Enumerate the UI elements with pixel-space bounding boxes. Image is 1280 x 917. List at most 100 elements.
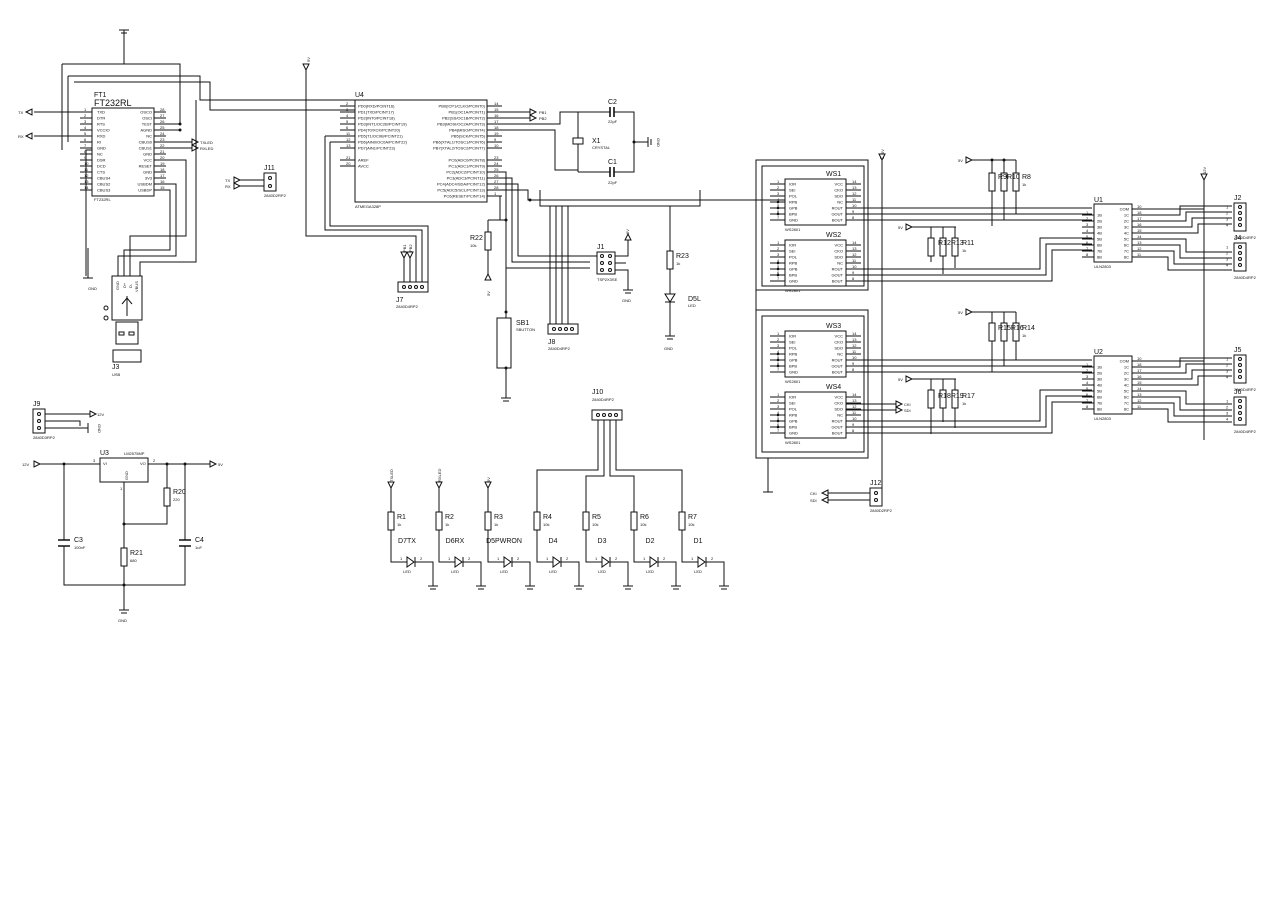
connector-part: 2840D4RP2 <box>1234 429 1257 434</box>
uln-pin-label: 7C <box>1124 249 1129 254</box>
u4-pin-num: 26 <box>494 173 499 178</box>
ws-pin-num: 7 <box>777 276 780 281</box>
j1-part: TSP2X3SE <box>597 277 618 282</box>
ws-pin-num: 10 <box>852 203 857 208</box>
ws-pin-label: CKO <box>834 249 843 254</box>
ws-pin-num: 3 <box>777 252 780 257</box>
r11-ref: R11 <box>962 240 974 247</box>
led-resistor <box>678 511 686 531</box>
svg-text:1k: 1k <box>1022 333 1026 338</box>
ws-pin-num: 13 <box>852 246 857 251</box>
uln-pin-num: 11 <box>1137 404 1142 409</box>
svg-text:220: 220 <box>173 497 180 502</box>
u4-pin-num: 17 <box>494 119 499 124</box>
j12-ref: J12 <box>870 480 881 487</box>
ws-pin-label: SEI <box>789 340 795 345</box>
svg-text:1: 1 <box>595 556 598 561</box>
u4-pin-num: 13 <box>346 143 351 148</box>
svg-text:12V: 12V <box>22 462 29 467</box>
ws-pin-num: 2 <box>777 337 780 342</box>
pb2-port: PB2 <box>539 116 547 121</box>
svg-text:1uF: 1uF <box>195 545 202 550</box>
x1-value: CRYSTAL <box>592 145 611 150</box>
led-value: LED <box>598 569 606 574</box>
uln-pin-label: 5C <box>1124 237 1129 242</box>
svg-text:5V: 5V <box>898 377 903 382</box>
ws-pin-num: 12 <box>852 252 857 257</box>
ft1-pin-label: USBDM <box>138 182 152 187</box>
j3-ref: J3 <box>112 364 120 371</box>
ws-pin-num: 4 <box>777 258 780 263</box>
resistor-value: 1k <box>397 522 401 527</box>
ft1-pin-num: 28 <box>160 107 165 112</box>
svg-text:1k: 1k <box>1022 182 1026 187</box>
u4-pin-num: 11 <box>346 131 351 136</box>
j3-part: USB <box>112 372 121 377</box>
ft1-pin-num: 17 <box>160 173 165 178</box>
u4-pin-label: PC5(ADC5/SCL/PCINT13) <box>437 188 485 193</box>
u4-pin-num: 21 <box>346 155 351 160</box>
ft1-part: FT232RL <box>94 197 111 202</box>
r20-ref: R20 <box>173 489 186 496</box>
reset-and-isp-area: R22 10k 5V PB1 PB2 J7 2840D4RP2 SB1 SBUT… <box>396 206 701 402</box>
led-ref: D3 <box>598 538 607 545</box>
uln-ref: U2 <box>1094 349 1103 356</box>
u4-pin-label: PD1(TXD/PCINT17) <box>358 110 395 115</box>
u4-ref: U4 <box>355 92 364 99</box>
u3-part: LM2575MP <box>124 451 145 456</box>
svg-text:2: 2 <box>615 556 618 561</box>
u4-pin-label: PB4(MISO/PCINT4) <box>449 128 485 133</box>
u4-pin-label: PC2(ADC2/PCINT10) <box>446 170 485 175</box>
u4-pin-label: PD6(AIN0/OC0A/PCINT22) <box>358 140 408 145</box>
resistor-ref: R7 <box>688 514 697 521</box>
ws-pin-num: 8 <box>852 428 855 433</box>
svg-text:CKI: CKI <box>810 491 817 496</box>
u4-pin-num: 10 <box>494 143 499 148</box>
ft1-pin-label: CBUS3 <box>97 188 111 193</box>
ft1-pin-num: 15 <box>160 185 165 190</box>
ws-ref: WS4 <box>826 384 841 391</box>
ws-pin-label: BPB <box>789 425 797 430</box>
connector-ref: J2 <box>1234 195 1242 202</box>
ws-pin-num: 11 <box>852 258 857 263</box>
ws-pin-label: GOUT <box>831 425 843 430</box>
uln-pin-label: 8B <box>1097 407 1102 412</box>
ft1-pin-num: 24 <box>160 131 165 136</box>
u4-body <box>354 99 488 203</box>
ft1-pin-label: CBUS2 <box>97 182 111 187</box>
ws-pin-label: BPB <box>789 273 797 278</box>
svg-text:1k: 1k <box>962 401 966 406</box>
uln-pin-num: 3 <box>1086 374 1089 379</box>
ws-pin-label: ROUT <box>832 206 844 211</box>
resistor-ref: R6 <box>640 514 649 521</box>
ws-pin-num: 8 <box>852 215 855 220</box>
sb1-part: SBUTTON <box>516 327 535 332</box>
d5l-ref: D5L <box>688 296 701 303</box>
u4-pin-label: PB6(XTAL1/TOSC1/PCINT6) <box>433 140 486 145</box>
svg-text:5V: 5V <box>218 462 223 467</box>
u4-pin-num: 1 <box>494 191 497 196</box>
led-resistor <box>533 511 541 531</box>
ft1-pin-num: 19 <box>160 161 165 166</box>
ws-pin-num: 10 <box>852 416 857 421</box>
u4-pin-label: PB0(ICP1/CLKO/PCINT0) <box>439 104 486 109</box>
svg-text:2: 2 <box>517 556 520 561</box>
ws-pin-num: 1 <box>777 240 780 245</box>
led-ref: D5PWRON <box>486 538 522 545</box>
ws-pin-label: POL <box>789 194 798 199</box>
ft1-pin-label: DSR <box>97 158 106 163</box>
ws-pin-label: ROUT <box>832 358 844 363</box>
ws-pin-num: 11 <box>852 410 857 415</box>
svg-text:4: 4 <box>1226 263 1229 268</box>
ws-pin-num: 3 <box>777 404 780 409</box>
u4-pin-label: AVCC <box>358 164 369 169</box>
j8-part: 2840D4RP2 <box>548 346 571 351</box>
